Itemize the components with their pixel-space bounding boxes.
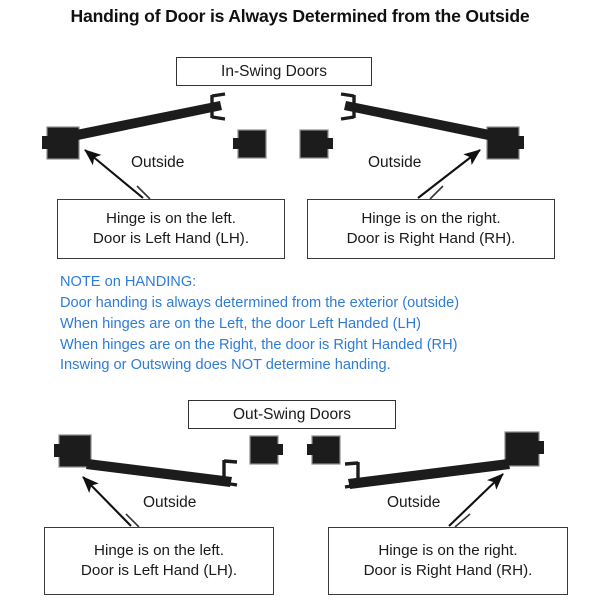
caption-inswing-right: Hinge is on the right. Door is Right Han… (307, 199, 555, 259)
outswing-left-leader (125, 513, 140, 528)
caption-line-1: Hinge is on the right. (378, 541, 518, 559)
inswing-left-door (42, 92, 226, 160)
caption-line-2: Door is Left Hand (LH). (80, 562, 238, 579)
caption-line-2: Door is Right Hand (RH). (346, 230, 516, 247)
note-line-2: When hinges are on the Left, the door Le… (60, 315, 422, 332)
handing-note: NOTE on HANDING: Door handing is always … (60, 272, 459, 376)
inswing-left-leader (136, 185, 151, 200)
page-title: Handing of Door is Always Determined fro… (70, 6, 530, 26)
inswing-right-leader (429, 185, 444, 200)
caption-line-1: Hinge is on the left. (93, 541, 224, 559)
outside-label-outswing-right: Outside (387, 494, 441, 511)
caption-line-1: Hinge is on the right. (361, 209, 501, 227)
outswing-right-leader (454, 513, 471, 528)
outswing-left-door (54, 434, 238, 487)
caption-outswing-left: Hinge is on the left. Door is Left Hand … (44, 527, 274, 595)
inswing-right-arrow (417, 149, 481, 199)
note-heading: NOTE on HANDING: (60, 274, 197, 290)
outswing-left-arrow (82, 476, 132, 527)
outswing-right-door (344, 431, 544, 489)
note-line-1: Door handing is always determined from t… (60, 294, 460, 311)
outside-label-outswing-left: Outside (143, 494, 197, 511)
caption-inswing-left: Hinge is on the left. Door is Left Hand … (57, 199, 285, 259)
note-line-4: Inswing or Outswing does NOT determine h… (60, 357, 391, 374)
outside-label-inswing-left: Outside (131, 154, 185, 171)
section-label-inswing: In-Swing Doors (176, 57, 372, 86)
outswing-center-jambs (249, 435, 341, 465)
inswing-right-door (340, 92, 524, 160)
outside-label-inswing-right: Outside (368, 154, 422, 171)
caption-line-1: Hinge is on the left. (105, 209, 236, 227)
section-label-outswing: Out-Swing Doors (188, 400, 396, 429)
note-line-3: When hinges are on the Right, the door i… (60, 336, 458, 353)
caption-line-2: Door is Right Hand (RH). (363, 562, 533, 579)
caption-line-2: Door is Left Hand (LH). (92, 230, 250, 247)
inswing-center-jambs (233, 129, 333, 159)
caption-outswing-right: Hinge is on the right. Door is Right Han… (328, 527, 568, 595)
outswing-right-arrow (448, 473, 504, 527)
